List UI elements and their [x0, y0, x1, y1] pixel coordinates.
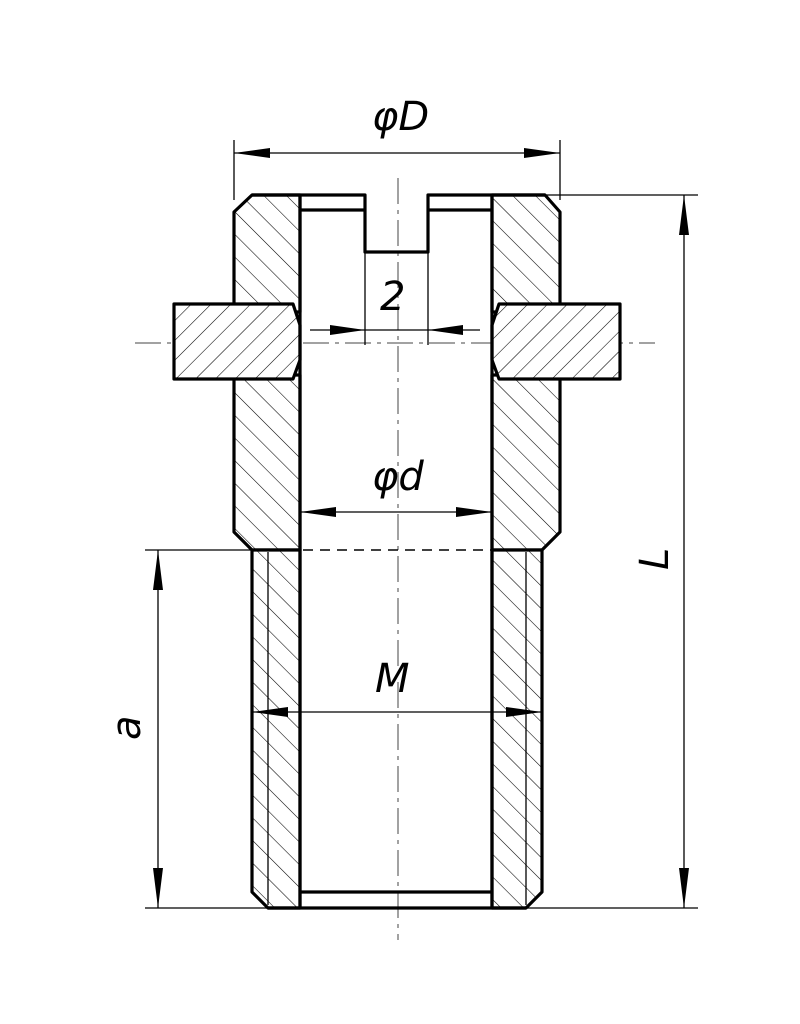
slotted-top — [252, 193, 545, 254]
left-upper-wall — [232, 193, 302, 314]
slot-arrow-right — [428, 325, 463, 335]
right-thread-wall — [490, 548, 544, 910]
label-outer-diameter: φD — [372, 94, 429, 140]
bore — [252, 195, 542, 910]
dimension-thread-length: a — [104, 549, 268, 909]
label-thread-length: a — [104, 715, 150, 740]
left-middle-wall — [232, 373, 302, 552]
thread-arrow-left — [252, 707, 288, 717]
arrow-right — [524, 148, 560, 158]
dimension-inner-diameter: φd — [300, 454, 492, 517]
a-arrow-top — [153, 550, 163, 590]
top-edge-left — [252, 193, 545, 254]
label-inner-diameter: φd — [372, 454, 424, 500]
thread-arrow-right — [506, 707, 542, 717]
L-arrow-top — [679, 195, 689, 235]
slot-arrow-left — [330, 325, 365, 335]
ring-section — [172, 302, 622, 381]
a-arrow-bottom — [153, 868, 163, 908]
dimension-total-length: L — [526, 194, 698, 909]
body-section-left — [232, 193, 302, 910]
left-ring — [172, 302, 302, 381]
right-middle-wall — [490, 373, 562, 552]
right-ring — [490, 302, 622, 381]
label-slot-width: 2 — [380, 274, 405, 320]
right-upper-wall — [490, 193, 562, 314]
dimension-thread: M — [252, 656, 542, 717]
inner-arrow-left — [300, 507, 336, 517]
arrow-left — [234, 148, 270, 158]
dimension-outer-diameter: φD — [233, 94, 561, 200]
dimension-slot-width: 2 — [310, 252, 480, 345]
label-total-length: L — [632, 548, 678, 570]
thread-lines — [267, 552, 527, 905]
inner-arrow-right — [456, 507, 492, 517]
left-thread-wall — [250, 548, 302, 910]
L-arrow-bottom — [679, 868, 689, 908]
body-section-right — [490, 193, 562, 910]
label-thread: M — [375, 656, 410, 702]
